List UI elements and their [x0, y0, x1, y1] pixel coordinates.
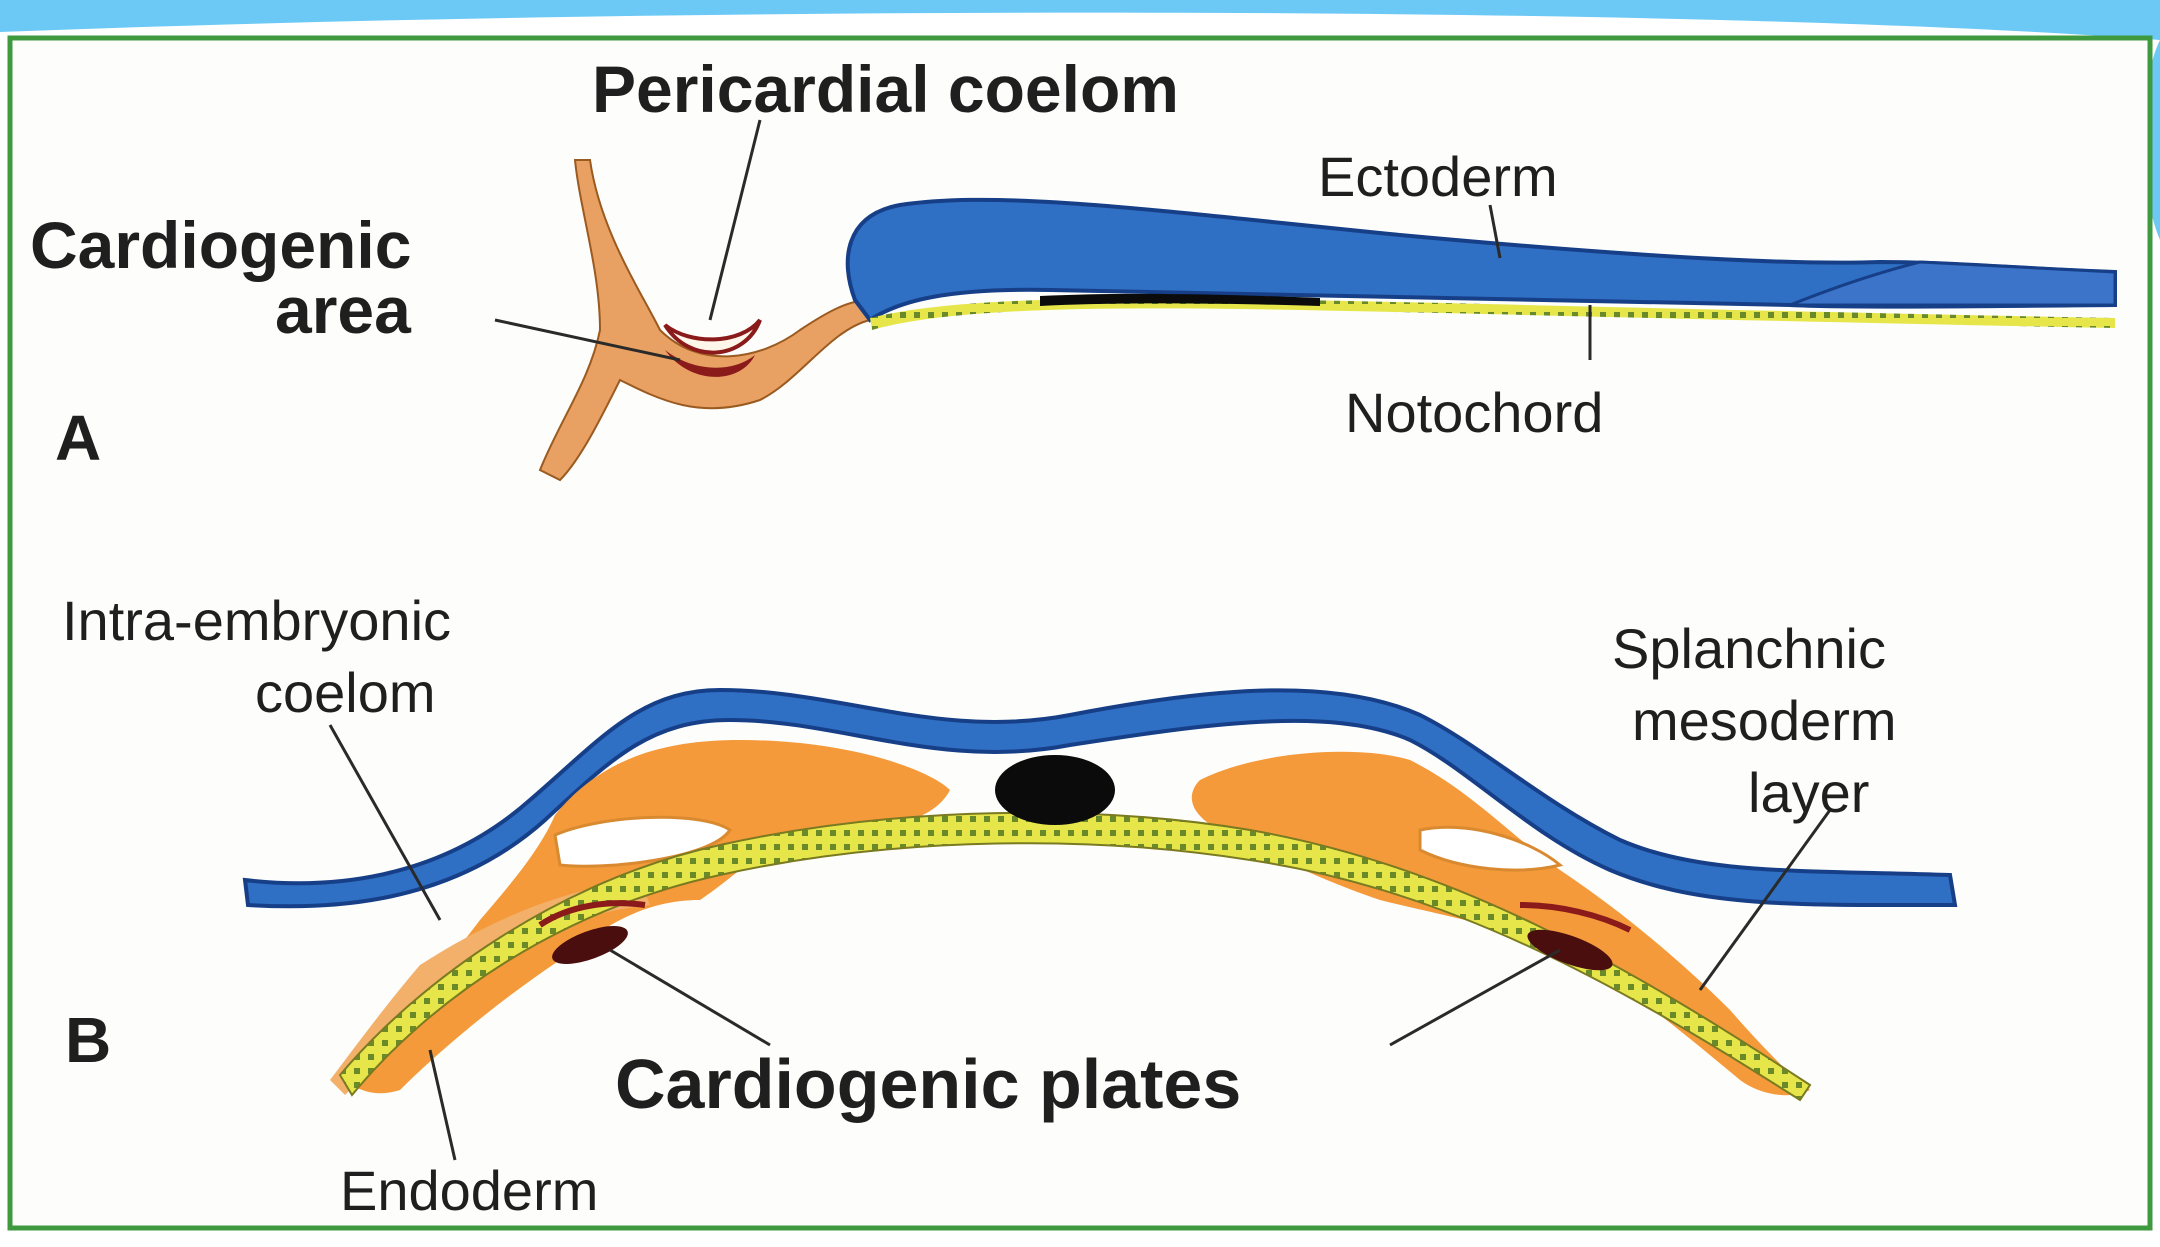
panel-b-coelom-right	[1418, 825, 1564, 872]
label-cardiogenic-area-line2: area	[275, 273, 412, 347]
pointer-endoderm	[428, 1049, 457, 1161]
panel-b-cardiogenic-plate-right-upper	[1519, 902, 1632, 933]
pointer-pericardial-coelom	[708, 119, 762, 321]
label-endoderm: Endoderm	[340, 1159, 598, 1222]
panel-a-letter: A	[55, 402, 101, 474]
panel-a-notochord	[1040, 293, 1320, 306]
label-pericardial-coelom: Pericardial coelom	[592, 52, 1179, 126]
pointer-cardiogenic-plates-right	[1389, 948, 1561, 1047]
panel-b-mesoderm-left	[340, 740, 950, 1094]
panel-a-mesoderm-arm	[538, 159, 871, 482]
figure-frame	[7, 35, 2153, 1231]
label-splanchnic-line2: mesoderm	[1632, 689, 1897, 752]
label-splanchnic-line1: Splanchnic	[1612, 617, 1886, 680]
panel-a	[494, 119, 2117, 482]
panel-b-cardiogenic-plate-right	[1527, 929, 1613, 971]
panel-a-cardiogenic-area	[665, 350, 755, 377]
pointer-cardiogenic-area	[494, 318, 681, 362]
panel-b-cardiogenic-plate-left	[552, 926, 628, 964]
panel-b-letter: B	[65, 1004, 111, 1076]
panel-a-tail	[1789, 260, 2117, 307]
panel-b-endoderm	[338, 811, 1812, 1102]
slide-header-arc	[0, 0, 2160, 40]
panel-b-cardiogenic-plate-left-upper	[538, 900, 646, 928]
label-intra-embryonic-line2: coelom	[255, 661, 436, 724]
pointer-cardiogenic-plates-left	[609, 948, 771, 1047]
pointer-ectoderm	[1488, 204, 1502, 259]
pointer-splanchnic-mesoderm	[1698, 809, 1832, 991]
pointer-intra-embryonic-coelom	[328, 724, 442, 921]
label-cardiogenic-area-line1: Cardiogenic	[30, 208, 411, 282]
panel-b-coelom-left	[553, 815, 733, 868]
label-splanchnic-line3: layer	[1748, 761, 1869, 824]
panel-b-ectoderm	[242, 687, 1958, 909]
label-intra-embryonic-line1: Intra-embryonic	[62, 589, 451, 652]
label-cardiogenic-plates: Cardiogenic plates	[615, 1045, 1241, 1123]
panel-a-endoderm-strip	[870, 298, 2115, 330]
label-ectoderm: Ectoderm	[1318, 145, 1558, 208]
panel-a-pericardial-cavity	[663, 318, 762, 355]
label-notochord: Notochord	[1345, 381, 1603, 444]
panel-b	[242, 687, 1958, 1161]
panel-b-notochord	[995, 755, 1115, 825]
